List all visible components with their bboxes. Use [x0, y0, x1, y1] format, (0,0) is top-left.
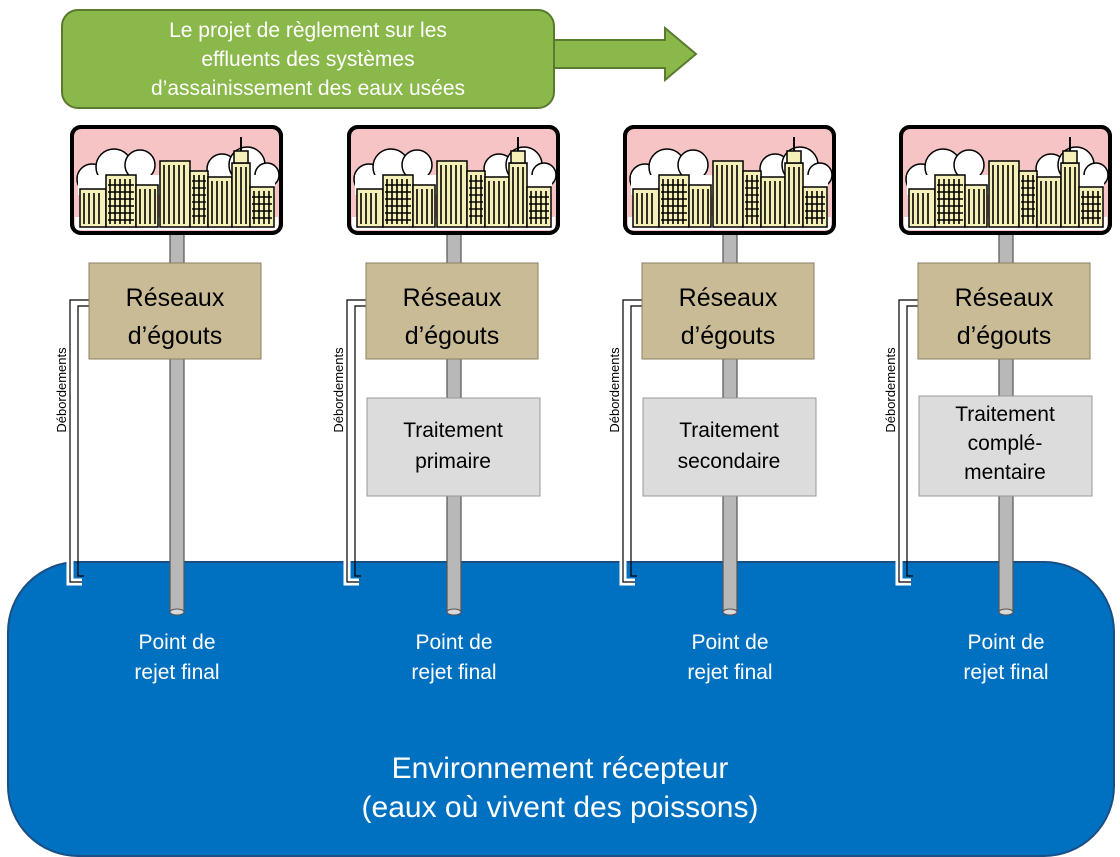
overflow-path-outline [622, 299, 642, 583]
banner-line2: effluents des systèmes [201, 48, 414, 71]
treatment-label: mentaire [964, 461, 1046, 484]
overflow-path-inner [354, 305, 366, 577]
overflow-label: Débordements [331, 347, 346, 433]
sewer-network-box [365, 262, 539, 360]
pipe-outlet [722, 608, 738, 616]
sewer-network-label: d’égouts [681, 322, 776, 350]
environment-label-line2: (eaux où vivent des poissons) [362, 791, 759, 824]
sewer-network-label: Réseaux [403, 284, 502, 312]
pipe-outlet [446, 608, 462, 616]
overflow-label: Débordements [607, 347, 622, 433]
overflow-label: Débordements [883, 347, 898, 433]
overflow-path-inner [906, 305, 918, 577]
environment-label-line1: Environnement récepteur [392, 752, 729, 785]
sewer-network-label: Réseaux [679, 284, 778, 312]
overflow-path-outline [898, 299, 918, 583]
city-icon [899, 125, 1112, 235]
treatment-label: Traitement [679, 419, 779, 442]
sewer-network-label: d’égouts [128, 322, 223, 350]
sewer-network-box [641, 262, 815, 360]
discharge-point-label: rejet final [134, 661, 219, 684]
discharge-point-label: rejet final [411, 661, 496, 684]
treatment-label: Traitement [955, 403, 1055, 426]
discharge-point-label: Point de [415, 631, 492, 654]
treatment-label: primaire [415, 450, 491, 473]
banner-line3: d’assainissement des eaux usées [151, 77, 465, 100]
regulation-banner [61, 9, 555, 109]
discharge-point-label: Point de [967, 631, 1044, 654]
sewer-network-label: Réseaux [955, 284, 1054, 312]
overflow-path-inner [630, 305, 642, 577]
receiving-environment [7, 561, 1115, 857]
overflow-path [66, 296, 89, 586]
city-icon [347, 125, 560, 235]
overflow-label: Débordements [54, 347, 69, 433]
city-icon [70, 125, 283, 235]
treatment-label: secondaire [678, 450, 781, 473]
pipe-outlet [998, 608, 1014, 616]
city-icon [623, 125, 836, 235]
overflow-path-outline [346, 299, 366, 583]
discharge-point-label: Point de [138, 631, 215, 654]
discharge-point-label: Point de [691, 631, 768, 654]
banner-line1: Le projet de règlement sur les [169, 19, 447, 42]
overflow-path [895, 296, 918, 586]
overflow-path [619, 296, 642, 586]
discharge-point-label: rejet final [687, 661, 772, 684]
treatment-box [642, 397, 817, 497]
overflow-path [343, 296, 366, 586]
treatment-box [918, 395, 1093, 497]
sewer-network-label: d’égouts [957, 322, 1052, 350]
treatment-label: Traitement [403, 419, 503, 442]
treatment-label: complé- [968, 432, 1043, 455]
treatment-box [366, 397, 541, 497]
sewer-network-label: Réseaux [126, 284, 225, 312]
sewer-network-label: d’égouts [405, 322, 500, 350]
regulation-banner-arrow [553, 25, 698, 83]
overflow-path-inner [77, 305, 89, 577]
discharge-point-label: rejet final [963, 661, 1048, 684]
sewer-network-box [917, 262, 1091, 360]
pipe-outlet [169, 608, 185, 616]
overflow-path-outline [69, 299, 89, 583]
sewer-network-box [88, 262, 262, 360]
